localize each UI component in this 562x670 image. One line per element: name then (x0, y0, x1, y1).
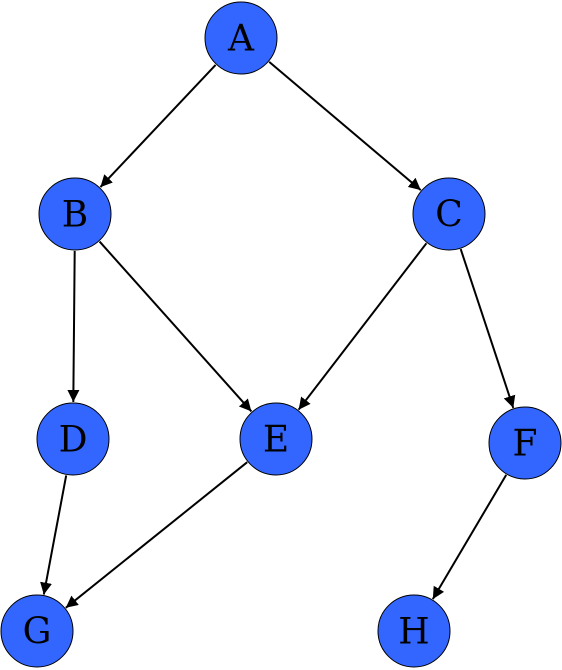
node-e: E (239, 402, 313, 476)
node-label-f: F (513, 424, 538, 465)
edge-b-to-d (67, 250, 80, 403)
edge-a-to-b (99, 64, 217, 188)
node-circle-f (488, 406, 562, 480)
edge-d-to-g (40, 475, 68, 595)
edge-b-to-e (98, 240, 253, 413)
edge-f-to-h (431, 474, 508, 600)
node-label-e: E (263, 420, 289, 461)
node-h: H (377, 594, 451, 668)
node-circle-c (412, 177, 486, 251)
node-label-d: D (59, 420, 88, 461)
node-c: C (412, 177, 486, 251)
edges-layer (40, 61, 516, 609)
node-label-b: B (62, 195, 88, 236)
node-a: A (204, 1, 278, 75)
node-label-a: A (227, 19, 255, 60)
node-g: G (0, 594, 74, 668)
node-b: B (38, 177, 112, 251)
node-circle-a (204, 1, 278, 75)
edge-a-to-c (268, 61, 422, 191)
edge-c-to-f (459, 248, 516, 409)
node-circle-g (0, 594, 74, 668)
node-label-g: G (23, 612, 52, 653)
node-circle-d (36, 402, 110, 476)
node-circle-b (38, 177, 112, 251)
node-circle-e (239, 402, 313, 476)
node-label-h: H (398, 612, 429, 653)
node-f: F (488, 406, 562, 480)
node-label-c: C (435, 195, 463, 236)
edge-c-to-e (297, 242, 428, 411)
node-d: D (36, 402, 110, 476)
edge-e-to-g (65, 461, 248, 609)
node-circle-h (377, 594, 451, 668)
